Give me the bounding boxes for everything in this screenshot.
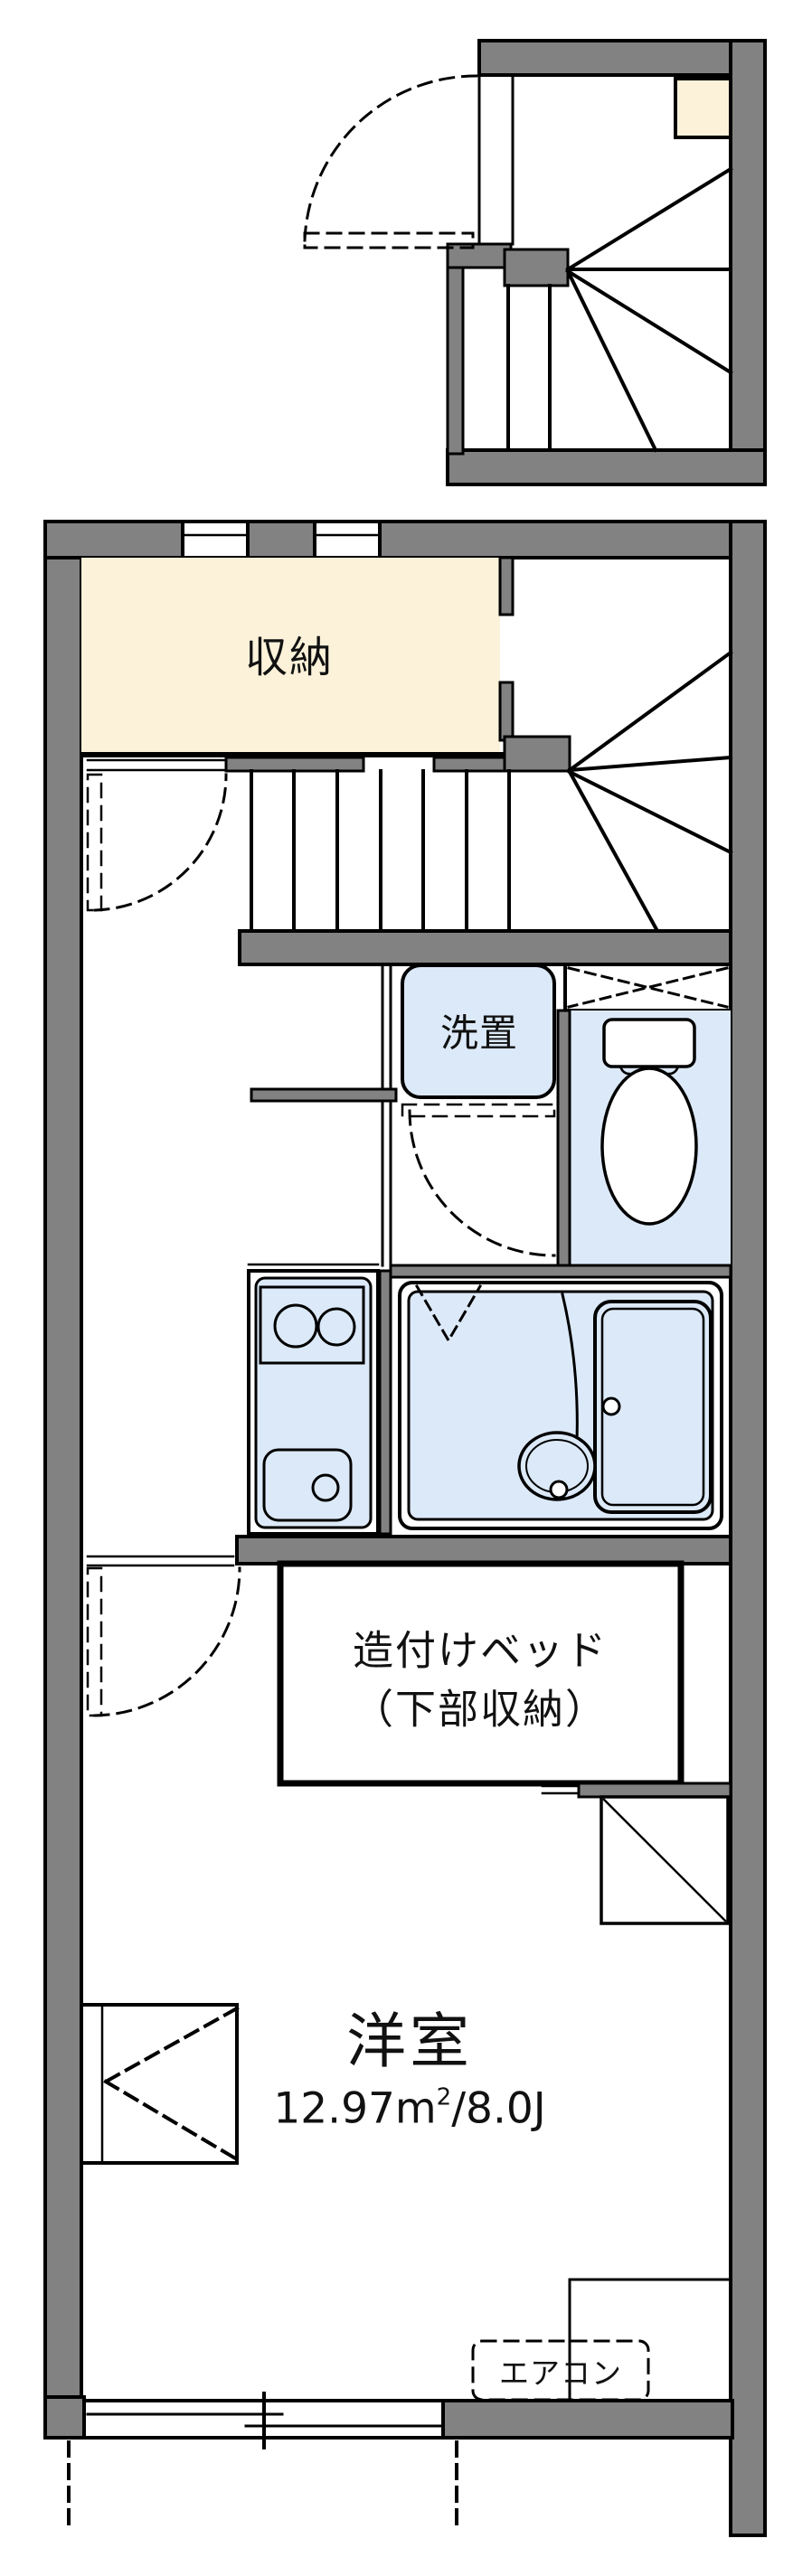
- sliding-window: [82, 2392, 445, 2449]
- main-room-area-label: 12.97m2/8.0J: [273, 2084, 545, 2134]
- area-rest: /8.0J: [451, 2083, 546, 2134]
- bed-box: [277, 1560, 685, 1787]
- wall-bed-bottom: [577, 1782, 732, 1799]
- bathtub: [593, 1300, 713, 1514]
- stair-newel-wall: [503, 735, 571, 773]
- closet: [80, 2003, 240, 2165]
- wall-toilet-divider: [556, 1009, 571, 1267]
- wall-under-stairs: [238, 929, 732, 966]
- bath-drain: [549, 1480, 569, 1500]
- wall-left: [43, 520, 83, 2440]
- wall-bottom: [441, 2399, 734, 2440]
- aircon-label: エアコン: [499, 2355, 622, 2391]
- wall: [446, 242, 465, 456]
- kitchen-sink: [262, 1448, 353, 1522]
- stair-newel-wall: [503, 248, 570, 287]
- stairs-2f: [506, 166, 733, 453]
- storage-room: [81, 556, 515, 773]
- washroom-door: [401, 1103, 556, 1257]
- bathroom: [378, 1264, 732, 1536]
- wall-right: [729, 520, 767, 2537]
- wall-top: [378, 520, 767, 559]
- storage-wall-line: [81, 752, 505, 757]
- toilet: [600, 1018, 698, 1226]
- wall-stub: [250, 1087, 398, 1103]
- area-sup: 2: [436, 2083, 452, 2111]
- hall-door-upper: [86, 773, 228, 912]
- overhead-cabinet: [563, 963, 732, 1012]
- window-top-2: [313, 520, 382, 559]
- western-room: [67, 2003, 732, 2533]
- sink-drain: [311, 1473, 340, 1502]
- wall: [477, 39, 767, 77]
- stove-burner: [273, 1303, 318, 1349]
- window-top-1: [181, 520, 250, 559]
- wall-kitchen-bath: [378, 1269, 392, 1536]
- stove-burner: [316, 1307, 356, 1347]
- stove: [259, 1285, 365, 1365]
- outer-walls-1f: [43, 520, 767, 2537]
- kitchen: [247, 1263, 380, 1536]
- bathtub-drain: [601, 1396, 621, 1416]
- wall: [446, 242, 513, 269]
- main-room-label: 洋室: [346, 2007, 473, 2076]
- storage-floor: [81, 558, 500, 752]
- wall-bed-top: [235, 1535, 732, 1565]
- folding-door: [414, 1283, 483, 1343]
- wall-top: [43, 520, 184, 559]
- bed-label-line1: 造付けベッド: [352, 1626, 609, 1675]
- wall: [729, 39, 767, 486]
- storage-room-label: 収納: [245, 633, 334, 683]
- stairwell-2f: [303, 39, 767, 486]
- wall: [498, 681, 515, 742]
- door-swing-2f: [303, 74, 479, 249]
- aircon-box: [471, 2339, 650, 2402]
- wall: [224, 756, 365, 773]
- stairs-1f: [238, 650, 733, 966]
- washer-space-label: 洗置: [439, 1011, 519, 1056]
- bed-label-line2: （下部収納）: [352, 1685, 609, 1734]
- area-value: 12.97m: [273, 2083, 437, 2134]
- wall: [432, 756, 515, 773]
- washer-space: [401, 964, 556, 1099]
- landing-closet: [674, 77, 732, 139]
- wall-bath-top: [389, 1264, 732, 1279]
- washroom: [250, 963, 732, 1267]
- refrigerator-space: [600, 1795, 730, 1925]
- wall: [446, 448, 767, 486]
- wall-pillar: [43, 2395, 86, 2440]
- wall-top: [246, 520, 316, 559]
- wall: [498, 556, 515, 616]
- corner-counter: [568, 2278, 732, 2402]
- built-in-bed: [86, 1535, 732, 1925]
- wash-bowl: [517, 1431, 597, 1501]
- hall-door-lower: [86, 1566, 241, 1717]
